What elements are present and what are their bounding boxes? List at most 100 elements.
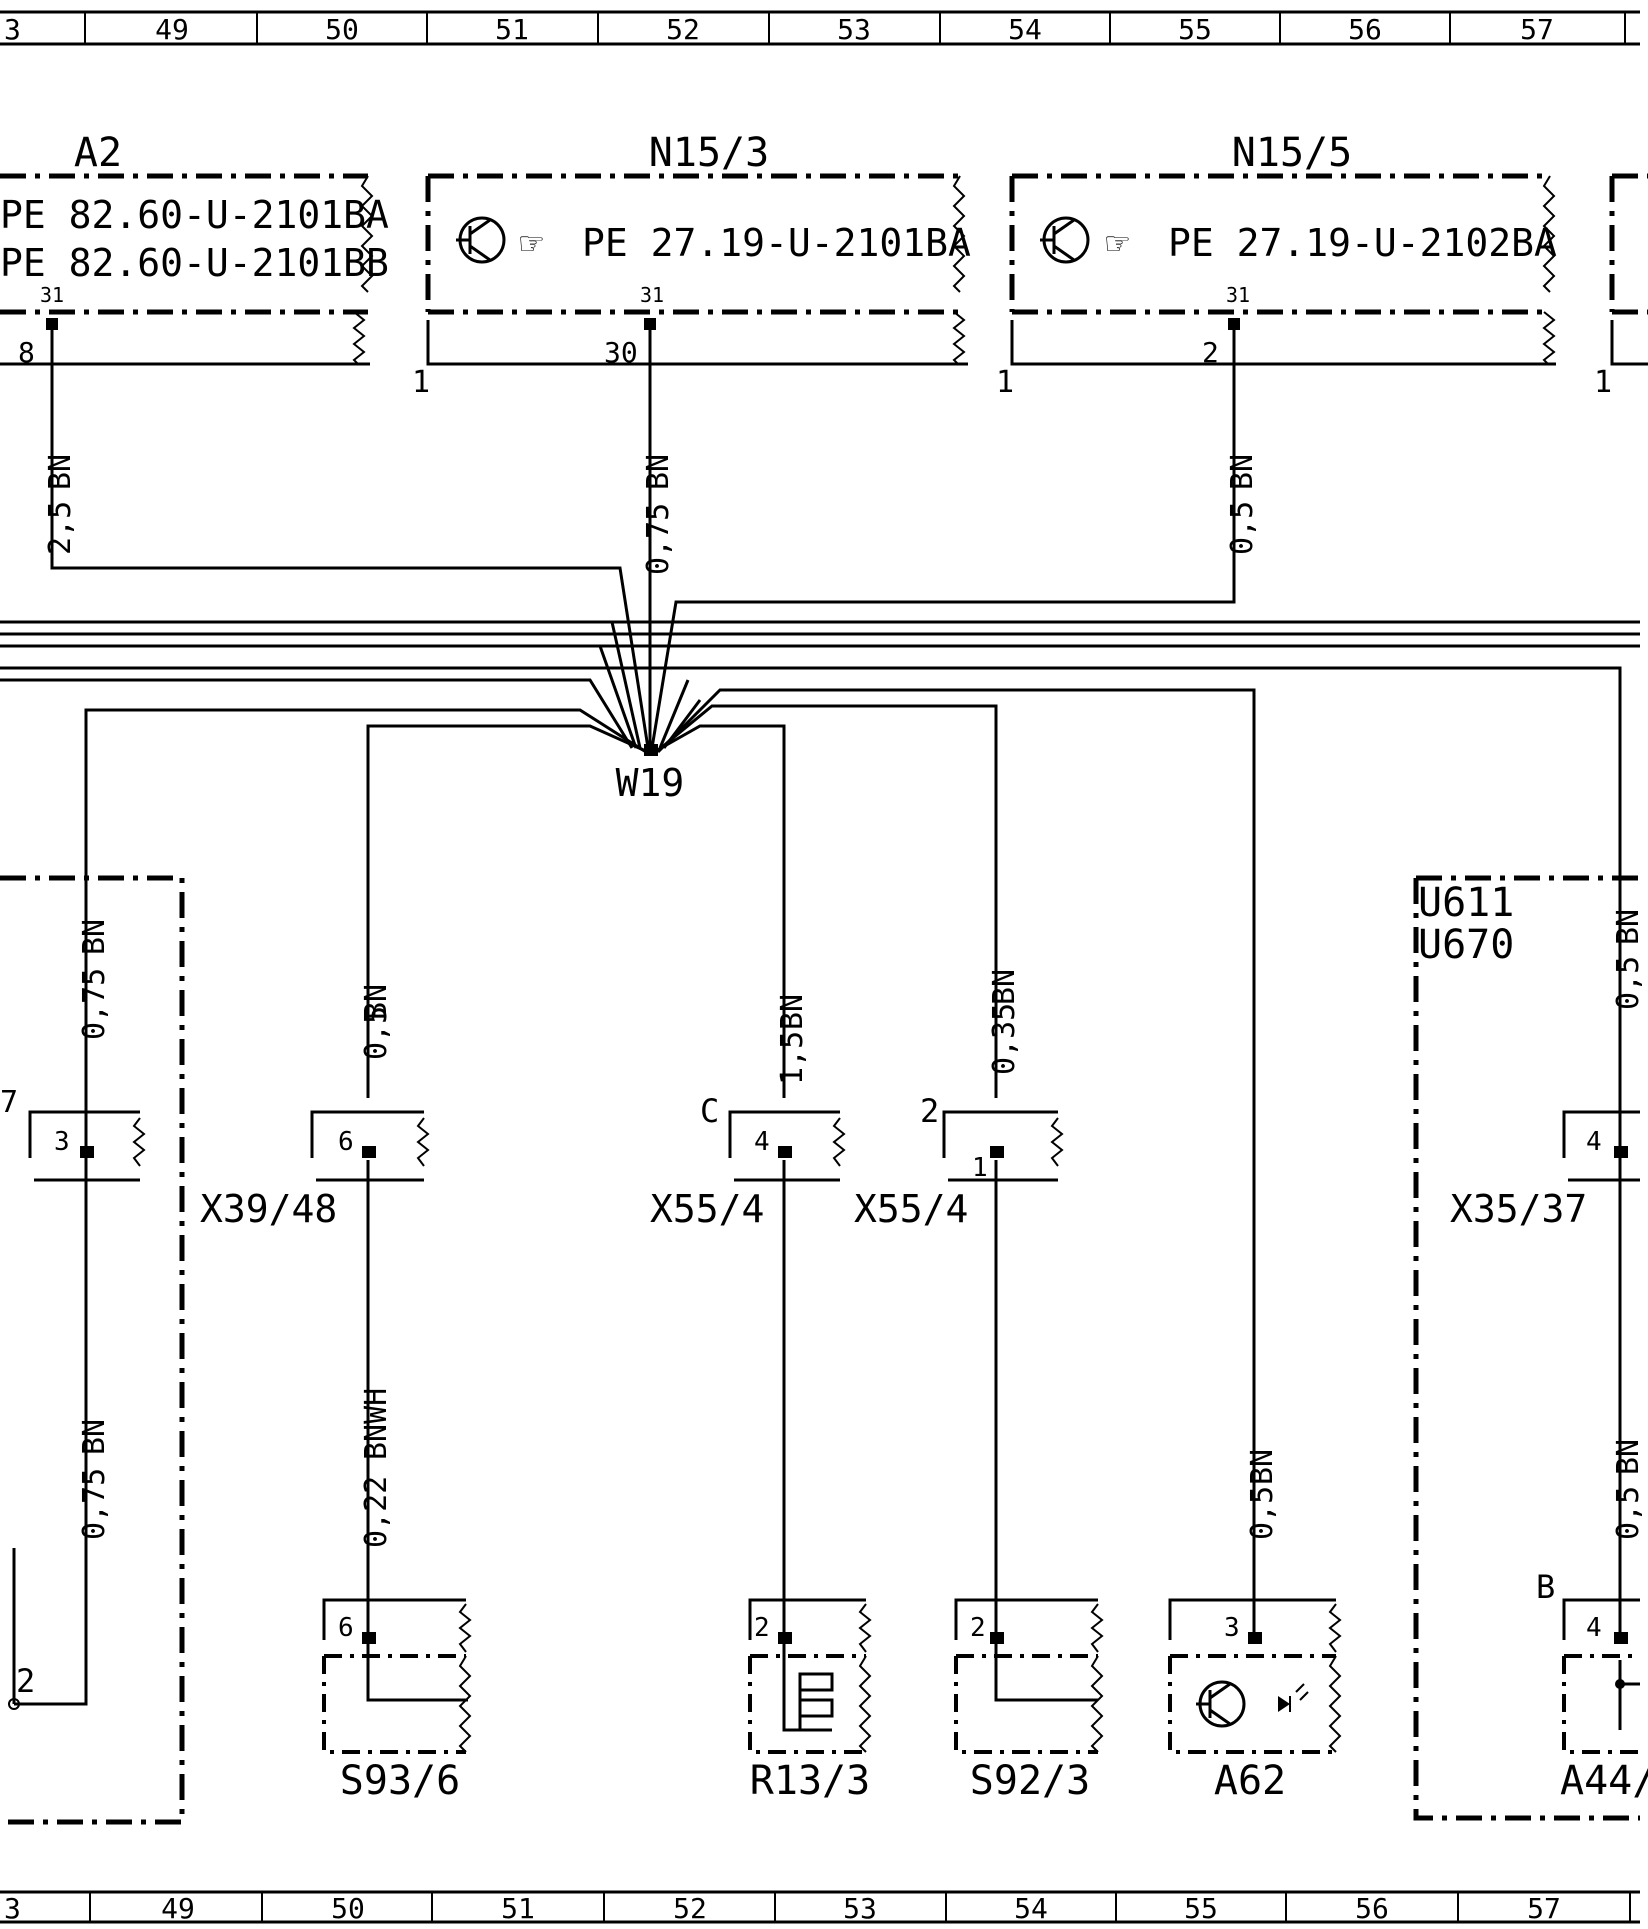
connector-left-prefix: 7 (0, 1085, 18, 1120)
wire-color: BN (641, 454, 676, 490)
module-n15-3-pin: 30 (604, 336, 638, 369)
ruler-bottom-cell: 50 (331, 1892, 365, 1924)
ruler-top-cell: 55 (1178, 13, 1212, 46)
component-s92-3-pin: 2 (970, 1613, 986, 1643)
component-s92-3-label: S92/3 (970, 1758, 1090, 1804)
branch-a62: 0,5 BN 3 A62 (1168, 1444, 1342, 1804)
connector-x55-4b-pin: 1 (972, 1153, 988, 1183)
transistor-icon (1196, 1680, 1246, 1728)
module-right-partial: 1 (1594, 173, 1648, 400)
wire-color: BN (775, 994, 810, 1030)
connector-x39-48-label: X39/48 (200, 1187, 337, 1231)
wire-size: 0,5 (1245, 1486, 1280, 1540)
ruler-bottom-cell: 56 (1355, 1892, 1389, 1924)
component-a44-label: A44/ (1560, 1758, 1648, 1804)
wires-fanout (84, 688, 1256, 1444)
ruler-top-cell: 52 (666, 13, 700, 46)
wire-color: BN (1225, 454, 1260, 490)
module-n15-3-label: N15/3 (649, 130, 769, 176)
component-a44-prefix: B (1536, 1568, 1555, 1606)
ruler-top-cell: 49 (155, 13, 189, 46)
component-a44-pin: 4 (1586, 1613, 1602, 1643)
module-right-side: 1 (1594, 365, 1612, 400)
connector-x35-37-pin: 4 (1586, 1127, 1602, 1157)
wire-size: 0,5 (1225, 501, 1260, 555)
wire-color: BN (359, 984, 394, 1020)
component-a62-pin: 3 (1224, 1613, 1240, 1643)
ruler-bottom-cell: 51 (501, 1892, 535, 1924)
heater-element-icon (782, 1644, 834, 1732)
wires-top (0, 330, 1640, 1100)
module-n15-5-pin: 2 (1202, 336, 1219, 369)
connector-x55-4-prefix: C (700, 1092, 719, 1130)
branch-x55-4-2: 0,35 BN 2 1 X55/4 2 S92/3 (854, 969, 1104, 1804)
ruler-bottom-cell: 3 (4, 1892, 21, 1924)
wire-size: 0,75 (641, 503, 676, 575)
connector-x55-4b-prefix: 2 (920, 1092, 939, 1130)
connector-x55-4b-label: X55/4 (854, 1187, 968, 1231)
wire-color: BN (1245, 1449, 1280, 1485)
branch-x55-4-c: 1,5 BN C 4 X55/4 2 R13/3 (650, 994, 872, 1804)
transistor-icon (1040, 216, 1090, 264)
component-left-pin: 2 (16, 1662, 35, 1700)
wire-color: BNWH (359, 1388, 394, 1460)
pointing-hand-icon: ☞ (1106, 221, 1129, 265)
module-n15-5-term: 31 (1226, 283, 1250, 307)
branch-left: 0,75 BN 0,75 BN 7 3 2 (0, 919, 146, 1710)
connector-left-pin: 3 (54, 1127, 70, 1157)
module-n15-3-ref1: PE 27.19-U-2101BA (582, 221, 971, 265)
wire-color: BN (987, 969, 1022, 1005)
ruler-top-cell: 50 (325, 13, 359, 46)
module-n15-5-ref1: PE 27.19-U-2102BA (1168, 221, 1557, 265)
ruler-bottom-cell: 57 (1527, 1892, 1561, 1924)
ruler-top: 3 49 50 51 52 53 54 55 56 57 (0, 10, 1640, 46)
wire-label-n15-5: 0,5 BN (1225, 454, 1260, 555)
wire-size: 0,22 (359, 1476, 394, 1548)
wire-size: 0,5 (359, 1006, 394, 1060)
wire-size: 0,75 (77, 1468, 112, 1540)
ruler-top-cell: 53 (837, 13, 871, 46)
ruler-bottom-cell: 53 (843, 1892, 877, 1924)
splice-w19: W19 (616, 744, 685, 805)
wire-label-a2: 2,5 BN (43, 454, 78, 555)
ruler-top-cell: 54 (1008, 13, 1042, 46)
branch-x39-48: 0,5 BN 6 X39/48 0,22 BNWH 6 S93/6 (200, 984, 472, 1804)
wire-color: BN (43, 454, 78, 490)
wire-color: BN (77, 1419, 112, 1455)
wire-color: BN (1611, 1439, 1646, 1475)
wire-label-n15-3: 0,75 BN (641, 454, 676, 575)
module-n15-5: N15/5 ☞ PE 27.19-U-2102BA 31 2 1 (996, 130, 1557, 400)
component-r13-3-label: R13/3 (750, 1758, 870, 1804)
module-n15-5-side: 1 (996, 365, 1014, 400)
wire-color: BN (1611, 909, 1646, 945)
branch-x35-37: 0,5 BN 4 X35/37 0,5 BN B 4 A44/ (1450, 909, 1648, 1804)
connector-x35-37-label: X35/37 (1450, 1187, 1587, 1231)
splice-w19-label: W19 (616, 761, 685, 805)
ruler-top-cell: 51 (495, 13, 529, 46)
pointing-hand-icon: ☞ (520, 221, 543, 265)
module-a2-term: 31 (40, 283, 64, 307)
ruler-bottom-cell: 52 (673, 1892, 707, 1924)
group-label-line2: U670 (1418, 922, 1514, 968)
wire-size: 2,5 (43, 501, 78, 555)
group-label-line1: U611 (1418, 880, 1514, 926)
connector-x39-48-pin: 6 (338, 1127, 354, 1157)
ruler-bottom-cell: 54 (1014, 1892, 1048, 1924)
component-a62-label: A62 (1214, 1758, 1286, 1804)
wire-size: 0,75 (77, 968, 112, 1040)
ruler-bottom-cell: 49 (161, 1892, 195, 1924)
wire-size: 0,5 (1611, 956, 1646, 1010)
wire-color: BN (77, 919, 112, 955)
module-n15-3: N15/3 ☞ PE 27.19-U-2101BA 31 30 1 (412, 130, 971, 400)
transistor-icon (456, 216, 506, 264)
wire-size: 0,35 (987, 1003, 1022, 1075)
module-n15-5-label: N15/5 (1232, 130, 1352, 176)
module-n15-3-term: 31 (640, 283, 664, 307)
wire-size: 0,5 (1611, 1486, 1646, 1540)
wire-size: 1,5 (775, 1031, 810, 1085)
connector-x55-4-label: X55/4 (650, 1187, 764, 1231)
module-a2-ref2: PE 82.60-U-2101BB (0, 241, 389, 285)
component-s93-6-label: S93/6 (340, 1758, 460, 1804)
